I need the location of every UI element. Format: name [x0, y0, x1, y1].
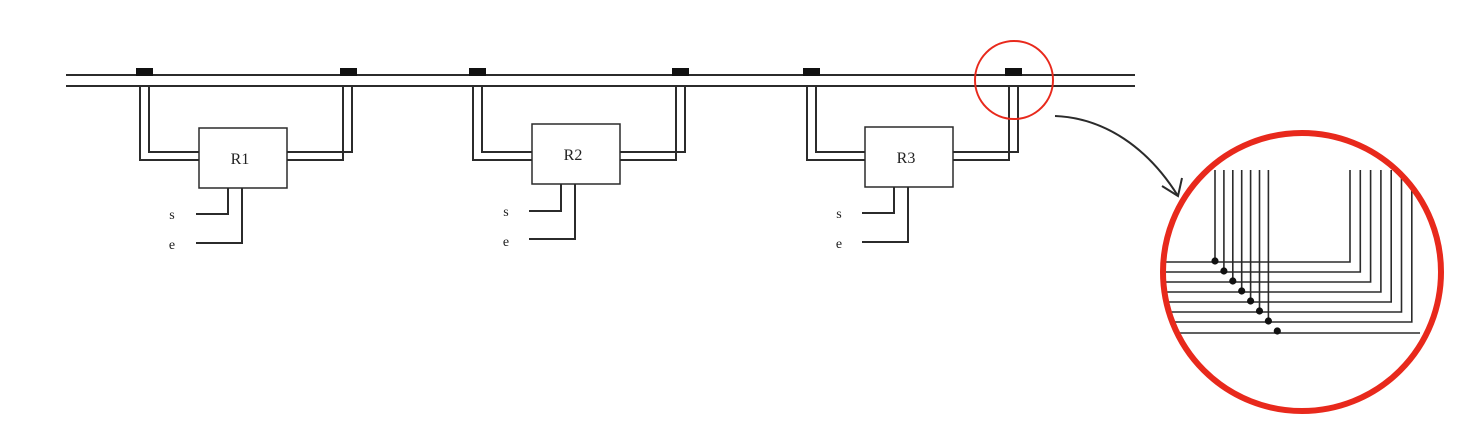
bus-tap [672, 68, 689, 76]
register-label: R3 [897, 150, 916, 167]
zoom-bend-wire [1163, 170, 1382, 293]
junction-dot [1255, 307, 1264, 315]
junction-dot [1264, 317, 1272, 325]
register-box [864, 126, 954, 188]
zoom-connector-arrow [1054, 115, 1183, 198]
main-bus [66, 74, 1135, 87]
bus-tap [1005, 68, 1022, 76]
register-box [198, 127, 288, 189]
junction-dot [1247, 297, 1255, 305]
bus-tap [469, 68, 486, 76]
register-r2-group: R2 s e [472, 86, 686, 250]
signal-label-e: e [836, 237, 842, 252]
junction-dot [1220, 267, 1228, 275]
register-r1-group: R1 s e [139, 86, 353, 253]
bus-taps [136, 68, 1022, 76]
zoom-bend-wire [1163, 170, 1351, 263]
highlight-circle [974, 40, 1054, 120]
junction-dot [1238, 287, 1246, 295]
zoom-circle [1160, 130, 1444, 414]
signal-label-s: s [503, 205, 508, 220]
zoom-detail [1160, 130, 1444, 414]
register-box [531, 123, 621, 185]
signal-label-e: e [503, 235, 509, 250]
register-label: R1 [231, 151, 250, 168]
zoom-bend-wire [1163, 170, 1413, 323]
signal-label-s: s [169, 208, 174, 223]
junction-dot [1273, 327, 1281, 335]
signal-label-s: s [836, 207, 841, 222]
register-label: R2 [564, 147, 583, 164]
signal-label-e: e [169, 238, 175, 253]
register-r3-group: R3 s e [806, 86, 1019, 252]
bus-tap [803, 68, 820, 76]
zoom-bend-wire [1163, 170, 1392, 303]
bus-tap [136, 68, 153, 76]
zoom-bend-wire [1163, 170, 1403, 313]
junction-dot [1211, 257, 1219, 265]
junction-dot [1229, 277, 1237, 285]
bus-tap [340, 68, 357, 76]
